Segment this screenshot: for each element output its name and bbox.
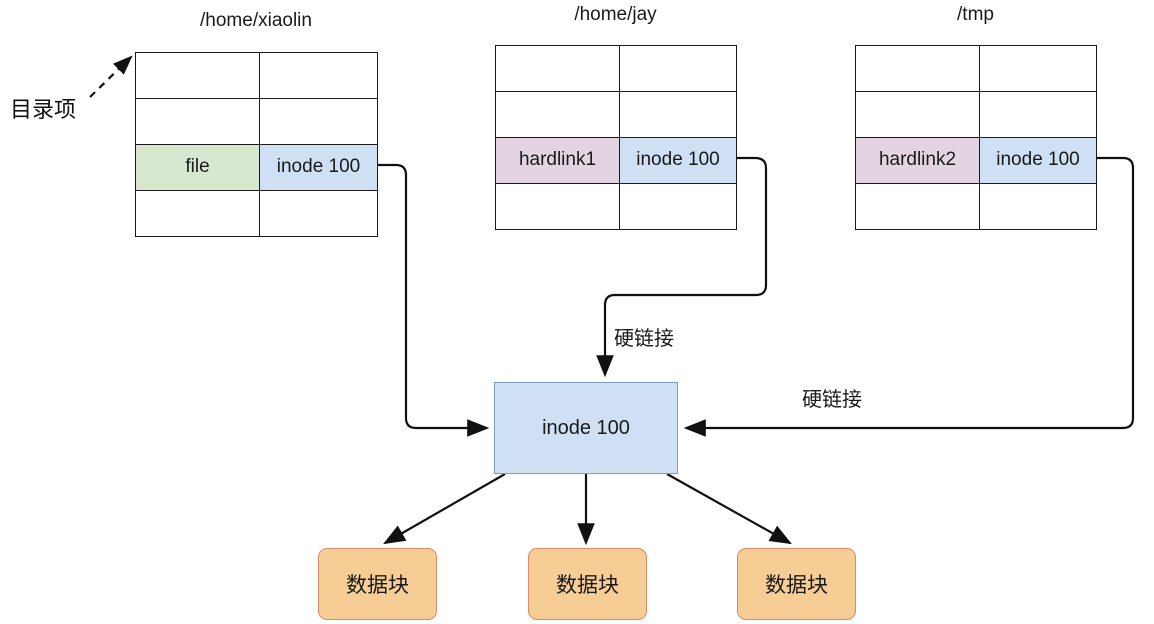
directory-table-home-xiaolin: file inode 100 [135,52,378,237]
dirent-inode-cell-hardlink1: inode 100 [619,137,737,184]
table-row-highlighted: file inode 100 [135,144,378,191]
dirent-name-cell [495,183,620,230]
dirent-inode-cell [979,91,1097,138]
dirent-inode-cell [259,98,378,145]
table-row [135,190,378,237]
table-row [495,45,737,92]
edge-jay-to-inode [596,156,768,378]
dirent-name-cell [855,45,980,92]
table-row-highlighted: hardlink2 inode 100 [855,137,1097,184]
data-block-2: 数据块 [528,548,647,620]
edge-xiaolin-to-inode [377,163,490,437]
inode-node: inode 100 [494,382,678,474]
edge-tmp-to-inode [683,156,1135,437]
table-row [135,52,378,99]
dirent-inode-cell [619,45,737,92]
table-row [495,91,737,138]
dirent-name-cell-hardlink2: hardlink2 [855,137,980,184]
dirent-name-cell [855,183,980,230]
dirent-inode-cell-hardlink2: inode 100 [979,137,1097,184]
dirent-name-cell [855,91,980,138]
data-block-1: 数据块 [318,548,437,620]
dirent-inode-cell [619,183,737,230]
edge-inode-to-datablock-3 [666,473,792,545]
directory-table-tmp: hardlink2 inode 100 [855,45,1097,230]
table-row [855,45,1097,92]
path-title-tmp: /tmp [957,4,994,25]
dirent-pointer-arrow [89,55,133,98]
dirent-inode-cell [979,45,1097,92]
dirent-inode-cell [979,183,1097,230]
directory-table-home-jay: hardlink1 inode 100 [495,45,737,230]
data-block-3: 数据块 [737,548,856,620]
dirent-inode-cell [619,91,737,138]
dirent-name-cell [135,190,260,237]
table-row [855,183,1097,230]
path-title-home-jay: /home/jay [574,4,657,25]
dirent-annotation-label: 目录项 [10,97,77,122]
dirent-name-cell-hardlink1: hardlink1 [495,137,620,184]
dirent-name-cell [495,91,620,138]
dirent-name-cell [135,98,260,145]
table-row-highlighted: hardlink1 inode 100 [495,137,737,184]
dirent-inode-cell [259,52,378,99]
edge-label-hardlink-right: 硬链接 [800,383,864,412]
table-row [135,98,378,145]
path-title-home-xiaolin: /home/xiaolin [200,10,312,31]
table-row [495,183,737,230]
dirent-name-cell-file: file [135,144,260,191]
dirent-inode-cell-file: inode 100 [259,144,378,191]
dirent-inode-cell [259,190,378,237]
dirent-name-cell [135,52,260,99]
dirent-name-cell [495,45,620,92]
edge-label-hardlink-center: 硬链接 [612,322,676,351]
table-row [855,91,1097,138]
edge-inode-to-datablock-1 [383,473,506,545]
